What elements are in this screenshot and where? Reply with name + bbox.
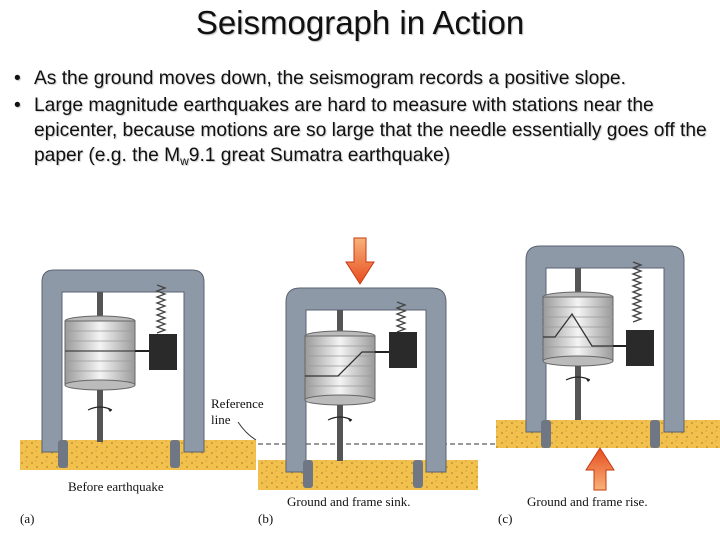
frame-a	[41, 269, 205, 453]
seismograph-b	[258, 237, 478, 490]
seismograph-c	[496, 245, 720, 491]
down-arrow-icon	[345, 237, 375, 285]
suspension-rod-b	[337, 310, 343, 336]
rotation-arrow-icon	[565, 376, 591, 381]
bullet-text: Large magnitude earthquakes are hard to …	[34, 95, 707, 166]
recording-drum-a	[64, 320, 136, 386]
frame-post-b	[303, 460, 313, 488]
reference-label-line2: line	[211, 412, 231, 427]
bullet-text: As the ground moves down, the seismogram…	[34, 68, 626, 89]
bullet-text-end: 9.1 great Sumatra earthquake)	[188, 145, 451, 166]
panel-label-b: (b)	[258, 511, 273, 526]
mass-a	[149, 334, 177, 370]
frame-post-c	[541, 420, 551, 448]
reference-label-line1: Reference	[211, 396, 264, 411]
panel-label-a: (a)	[20, 511, 34, 526]
rotation-arrow-icon	[327, 416, 353, 421]
frame-post-b	[413, 460, 423, 488]
bullet-list: • As the ground moves down, the seismogr…	[14, 66, 714, 176]
magnitude-subscript: w	[180, 154, 189, 168]
trace-b	[305, 351, 375, 377]
mass-c	[626, 330, 654, 366]
mass-b	[389, 332, 417, 368]
recording-drum-b	[304, 335, 376, 401]
drum-axle-a	[97, 390, 103, 442]
panel-label-c: (c)	[498, 511, 512, 526]
caption-ground-sink: Ground and frame sink.	[287, 494, 410, 509]
frame-post-a	[170, 440, 180, 468]
drum-axle-c	[575, 366, 581, 420]
drum-axle-b	[337, 405, 343, 461]
spring-a	[155, 284, 167, 334]
spring-b	[395, 301, 407, 333]
rotation-arrow-icon	[87, 406, 113, 411]
caption-before-earthquake: Before earthquake	[68, 479, 164, 494]
bullet-dot-icon: •	[14, 68, 21, 89]
bullet-item: • As the ground moves down, the seismogr…	[14, 66, 714, 91]
frame-b	[285, 287, 447, 473]
up-arrow-icon	[585, 447, 615, 491]
caption-ground-rise: Ground and frame rise.	[527, 494, 648, 509]
frame-c	[525, 245, 685, 433]
frame-post-c	[650, 420, 660, 448]
suspension-rod-a	[97, 292, 103, 322]
bullet-dot-icon: •	[14, 95, 21, 116]
bullet-item: • Large magnitude earthquakes are hard t…	[14, 93, 714, 174]
trace-c	[543, 312, 613, 347]
frame-post-a	[58, 440, 68, 468]
recording-drum-c	[542, 296, 614, 362]
slide-title: Seismograph in Action	[195, 4, 525, 41]
suspension-rod-c	[575, 268, 581, 298]
spring-c	[631, 261, 643, 323]
reference-pointer	[237, 421, 257, 441]
seismograph-a	[20, 269, 256, 470]
